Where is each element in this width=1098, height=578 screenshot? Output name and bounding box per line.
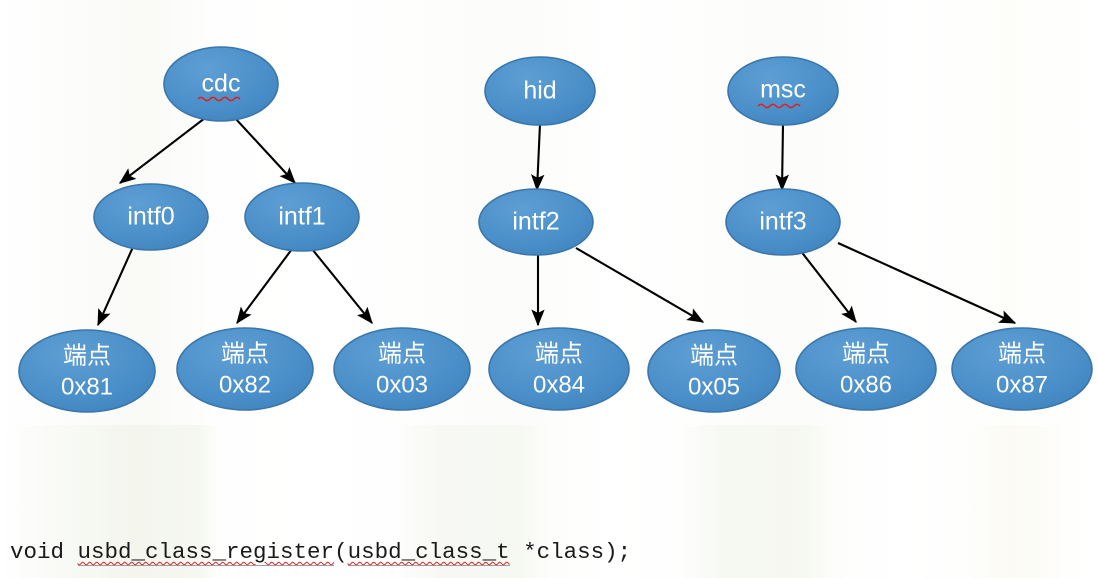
- code-punct-1a: (: [334, 539, 348, 565]
- endpoint-node-ep87-line2: 0x87: [996, 371, 1048, 398]
- class-node-msc-label: msc: [760, 76, 806, 104]
- edge-cdc-intf1: [234, 117, 296, 184]
- code-keyword-void-1: void: [10, 539, 78, 565]
- interface-node-intf2-label: intf2: [512, 208, 559, 236]
- endpoint-node-ep05[interactable]: 端点 0x05: [647, 329, 781, 413]
- usb-hierarchy-diagram: cdc hid msc intf0 intf1 intf2 intf3: [18, 46, 1093, 413]
- endpoint-node-ep86[interactable]: 端点 0x86: [795, 327, 937, 411]
- endpoint-node-ep81-line2: 0x81: [61, 373, 113, 400]
- spellcheck-squiggle-msc: [757, 103, 801, 109]
- endpoint-node-ep84-line2: 0x84: [533, 371, 585, 398]
- endpoint-node-ep82[interactable]: 端点 0x82: [176, 327, 314, 411]
- edge-cdc-intf0: [118, 117, 206, 184]
- endpoint-node-ep03-line2: 0x03: [376, 371, 428, 398]
- class-node-hid-shape[interactable]: [484, 56, 596, 126]
- endpoint-node-ep81-line1: 端点: [63, 342, 111, 369]
- code-line-1: void usbd_class_register(usbd_class_t *c…: [10, 537, 1090, 567]
- endpoint-node-ep87[interactable]: 端点 0x87: [951, 327, 1093, 411]
- interface-node-intf3-shape[interactable]: [725, 188, 841, 256]
- interface-node-intf0[interactable]: intf0: [93, 183, 209, 251]
- edge-intf1-ep82: [236, 248, 293, 325]
- class-node-msc-shape[interactable]: [727, 56, 839, 126]
- endpoint-node-ep03[interactable]: 端点 0x03: [333, 327, 471, 411]
- interface-node-intf1-shape[interactable]: [244, 182, 360, 252]
- endpoint-node-ep05-shape[interactable]: [647, 329, 781, 413]
- endpoint-node-ep86-line1: 端点: [842, 340, 890, 367]
- endpoint-node-ep05-line1: 端点: [690, 342, 738, 369]
- class-node-hid[interactable]: hid: [484, 56, 596, 126]
- interface-node-intf3[interactable]: intf3: [725, 188, 841, 256]
- interface-node-intf0-label: intf0: [127, 203, 174, 231]
- endpoint-node-ep03-shape[interactable]: [333, 327, 471, 411]
- endpoint-node-ep03-line1: 端点: [378, 340, 426, 367]
- endpoint-node-ep81[interactable]: 端点 0x81: [18, 329, 156, 413]
- class-node-msc[interactable]: msc: [727, 56, 839, 126]
- code-punct-1b: *class);: [509, 539, 632, 565]
- endpoint-node-ep86-line2: 0x86: [840, 371, 892, 398]
- interface-node-intf1[interactable]: intf1: [244, 182, 360, 252]
- interface-node-intf1-label: intf1: [278, 203, 325, 231]
- code-type-usbd-class-t-1: usbd_class_t: [347, 539, 510, 566]
- class-node-cdc-shape[interactable]: [163, 46, 279, 122]
- endpoint-node-ep82-line2: 0x82: [219, 371, 271, 398]
- interface-node-intf2[interactable]: intf2: [478, 188, 594, 256]
- endpoint-node-ep84[interactable]: 端点 0x84: [488, 327, 630, 411]
- endpoint-node-ep82-shape[interactable]: [176, 327, 314, 411]
- class-node-cdc-label: cdc: [202, 70, 241, 98]
- edge-intf1-ep03: [311, 248, 373, 324]
- interface-node-intf3-label: intf3: [759, 208, 806, 236]
- spellcheck-squiggle-cdc: [197, 96, 241, 102]
- edge-hid-intf2: [530, 123, 545, 192]
- interface-node-intf0-shape[interactable]: [93, 183, 209, 251]
- class-node-hid-label: hid: [523, 77, 556, 105]
- endpoint-node-ep87-shape[interactable]: [951, 327, 1093, 411]
- interface-node-intf2-shape[interactable]: [478, 188, 594, 256]
- endpoint-node-ep82-line1: 端点: [221, 340, 269, 367]
- edge-msc-intf3: [775, 123, 789, 192]
- edge-intf0-ep81: [97, 246, 134, 327]
- class-node-cdc[interactable]: cdc: [163, 46, 279, 122]
- edge-intf2-ep05: [575, 247, 705, 323]
- endpoint-node-ep05-line2: 0x05: [688, 373, 740, 400]
- endpoint-node-ep87-line1: 端点: [998, 340, 1046, 367]
- endpoint-node-ep84-shape[interactable]: [488, 327, 630, 411]
- diagram-edges: [97, 117, 1017, 327]
- endpoint-node-ep84-line1: 端点: [535, 340, 583, 367]
- endpoint-node-ep86-shape[interactable]: [795, 327, 937, 411]
- edge-intf3-ep87: [837, 242, 1017, 324]
- code-function-usbd-class-register: usbd_class_register: [77, 539, 335, 566]
- api-code-block: void usbd_class_register(usbd_class_t *c…: [10, 477, 1090, 578]
- endpoint-node-ep81-shape[interactable]: [18, 329, 156, 413]
- edge-intf3-ep86: [799, 249, 857, 323]
